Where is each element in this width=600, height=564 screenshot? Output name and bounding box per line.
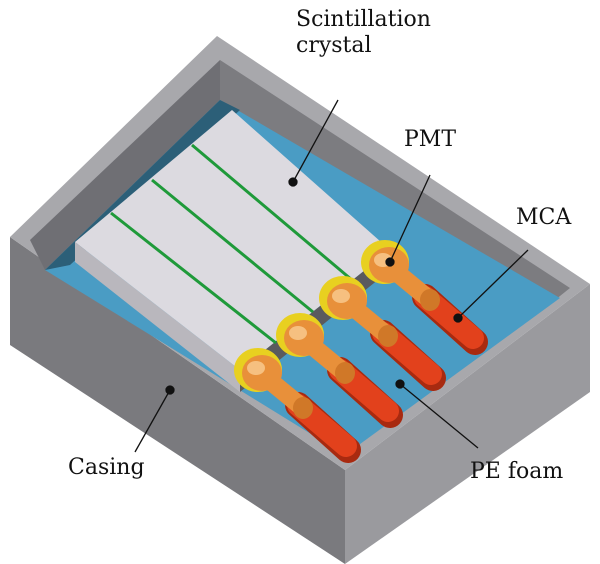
pmt-highlight — [289, 326, 307, 340]
pmt-array — [234, 240, 488, 463]
pmt-highlight — [332, 289, 350, 303]
pmt-base — [335, 362, 355, 384]
crystal-separators — [110, 143, 353, 345]
label-casing: Casing — [68, 455, 145, 480]
pmt-base — [420, 289, 440, 311]
pmt-base — [293, 397, 313, 419]
pmt-assembly — [234, 348, 361, 463]
label-pmt: PMT — [404, 127, 457, 152]
label-crystal-line2: crystal — [296, 33, 372, 58]
crystal-front-left — [75, 242, 240, 392]
pmt-base — [378, 325, 398, 347]
casing-right-face — [345, 284, 590, 564]
leader-lines — [134, 99, 529, 453]
casing-inner-back-left — [30, 60, 220, 270]
casing-left-face — [10, 237, 345, 564]
label-pe-foam: PE foam — [470, 459, 564, 484]
pmt-highlight — [247, 361, 265, 375]
label-mca: MCA — [516, 205, 572, 230]
scintillation-crystal — [75, 110, 390, 370]
pmt-assembly — [319, 276, 446, 391]
pmt-assembly — [276, 313, 403, 428]
casing-inner-back-right — [220, 60, 570, 300]
label-crystal-line1: Scintillation — [296, 7, 431, 32]
